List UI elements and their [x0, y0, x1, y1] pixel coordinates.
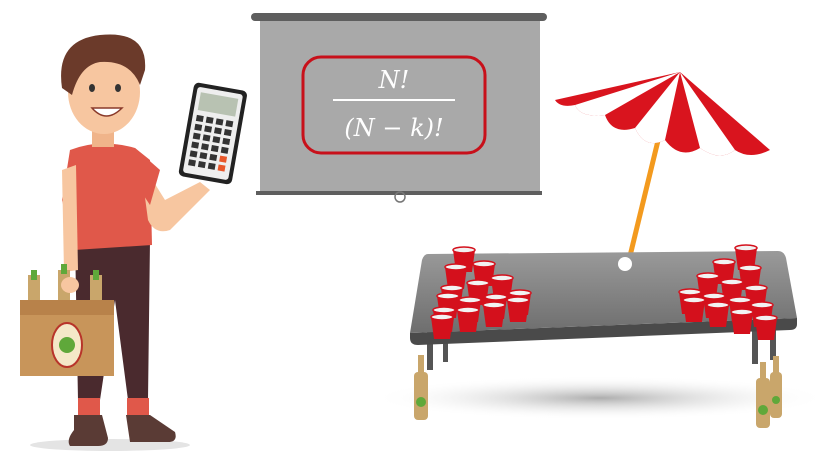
- calculator-key: [209, 153, 218, 161]
- table-leg: [752, 322, 758, 364]
- calculator-key: [188, 159, 196, 167]
- table-leg: [770, 322, 776, 360]
- formula-box: [301, 55, 487, 155]
- table-leg: [427, 330, 433, 370]
- calculator-key: [225, 120, 234, 128]
- red-cup: [706, 301, 730, 327]
- calculator-key: [210, 144, 219, 153]
- calculator-key: [215, 118, 224, 126]
- beer-crate: [20, 264, 114, 376]
- calculator-key: [194, 123, 203, 131]
- calculator-key: [222, 137, 231, 145]
- table-shadow: [370, 376, 830, 420]
- red-cup: [730, 308, 754, 334]
- screen-top-bar: [251, 13, 547, 21]
- umbrella: [555, 72, 770, 257]
- fraction-line: [333, 99, 455, 101]
- calculator-key: [205, 116, 214, 124]
- arm: [140, 160, 210, 232]
- calculator-key: [212, 136, 221, 144]
- table-edge: [410, 318, 797, 345]
- calculator-key: [191, 141, 200, 149]
- calculator-key: [204, 125, 213, 133]
- projector-screen: N! (N − k)!: [251, 13, 547, 203]
- shoe: [126, 415, 176, 442]
- screen-bottom-bar: [256, 191, 542, 195]
- calculator-key: [202, 134, 211, 142]
- calculator-key: [217, 164, 226, 172]
- red-cup: [430, 313, 454, 339]
- calculator-key: [189, 150, 198, 158]
- t-shirt: [62, 143, 152, 250]
- arm: [62, 165, 78, 272]
- face: [68, 50, 140, 134]
- screen-pull-ring: [394, 191, 406, 203]
- umbrella-hole: [618, 257, 632, 271]
- shoe: [68, 415, 108, 446]
- formula-numerator: N!: [378, 66, 410, 94]
- red-cup: [456, 306, 480, 332]
- calculator-key: [223, 129, 232, 137]
- bottle-left: [414, 355, 428, 420]
- red-cup: [682, 296, 706, 322]
- screen-surface: [260, 19, 540, 193]
- calculator-key: [195, 114, 204, 123]
- calculator-key: [201, 143, 209, 151]
- cups: [430, 244, 778, 340]
- smile: [90, 107, 124, 117]
- calculator-icon: [178, 82, 247, 185]
- formula-denominator: (N − k)!: [344, 114, 443, 142]
- red-cup: [444, 263, 468, 289]
- calculator-key: [197, 160, 206, 169]
- calculator-key: [219, 155, 228, 163]
- calculator-key: [220, 146, 229, 154]
- hair: [61, 34, 146, 95]
- table-leg: [443, 330, 448, 362]
- calculator-key: [213, 127, 222, 135]
- bottle-right: [756, 356, 782, 428]
- red-cup: [482, 301, 506, 327]
- man-with-calculator: [20, 34, 247, 451]
- calculator-key: [207, 162, 216, 170]
- umbrella-stripes: [575, 72, 735, 156]
- red-cup: [506, 296, 530, 322]
- calculator-key: [199, 152, 208, 160]
- calculator-key: [192, 132, 201, 140]
- red-cup: [754, 314, 778, 340]
